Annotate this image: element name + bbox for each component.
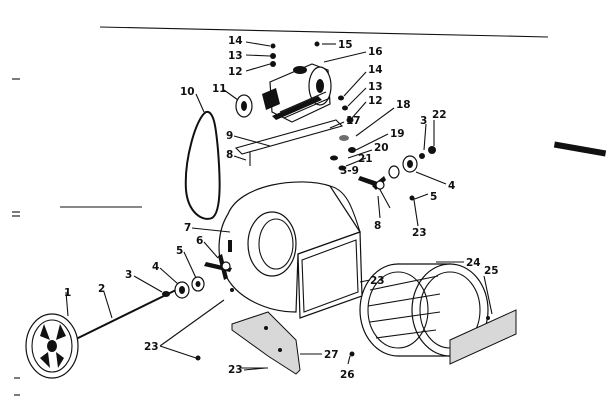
- callout-7: 7: [184, 222, 191, 234]
- blower-pulley: [25, 313, 79, 379]
- callout-13-right: 13: [368, 81, 383, 93]
- edge-mark-right: [553, 141, 607, 157]
- callout-6: 6: [196, 235, 203, 247]
- callout-4: 4: [152, 261, 159, 273]
- callout-24: 24: [466, 257, 481, 269]
- callout-14-top: 14: [228, 35, 243, 47]
- blower-housing: [218, 181, 363, 319]
- callout-23-mid: 23: [370, 275, 385, 287]
- mount-hardware-top: [270, 41, 320, 67]
- callout-26: 26: [340, 369, 355, 381]
- motor-bracket: [234, 119, 344, 155]
- callout-3-9: 3-9: [340, 165, 359, 177]
- callout-3: 3: [125, 269, 132, 281]
- callout-4-right: 4: [448, 180, 455, 192]
- callout-15: 15: [338, 39, 353, 51]
- bearing-hardware-right: [330, 95, 356, 171]
- callout-27: 27: [324, 349, 339, 361]
- callout-12-right: 12: [368, 95, 383, 107]
- callout-2: 2: [98, 283, 105, 295]
- callout-8-left: 8: [226, 149, 233, 161]
- bolt-23-mid: [230, 288, 234, 292]
- blower-shaft: [73, 289, 177, 341]
- callout-23-left: 23: [144, 341, 159, 353]
- callout-5-right: 5: [430, 191, 437, 203]
- mounting-plate: [231, 311, 301, 375]
- callout-22: 22: [432, 109, 447, 121]
- top-rule: [99, 26, 549, 38]
- bolt-23-bottom: [195, 355, 201, 361]
- callout-23-right: 23: [412, 227, 427, 239]
- callout-21: 21: [358, 153, 373, 165]
- bolt-26: [349, 351, 355, 357]
- callout-20: 20: [374, 142, 389, 154]
- leader-lines: [65, 41, 493, 371]
- belt: [184, 110, 221, 220]
- callout-9: 9: [226, 130, 233, 142]
- bearing-bracket-right: [358, 176, 391, 209]
- callout-11: 11: [212, 83, 227, 95]
- callout-18: 18: [396, 99, 411, 111]
- motor: [262, 63, 332, 123]
- cutoff-plate: [449, 309, 517, 365]
- callout-17: 17: [346, 115, 361, 127]
- motor-pulley: [235, 94, 253, 118]
- callout-23-bottom: 23: [228, 364, 243, 376]
- callout-16-motor: 16: [368, 46, 383, 58]
- callout-3-right: 3: [420, 115, 427, 127]
- callout-5: 5: [176, 245, 183, 257]
- callout-13-top: 13: [228, 50, 243, 62]
- callout-12-top: 12: [228, 66, 243, 78]
- callout-25: 25: [484, 265, 499, 277]
- callout-8-right: 8: [374, 220, 381, 232]
- bearing-left: [162, 254, 232, 299]
- callout-14-right: 14: [368, 64, 383, 76]
- callout-1: 1: [64, 287, 71, 299]
- callout-10: 10: [180, 86, 195, 98]
- bearing-right: [388, 146, 436, 201]
- callout-19: 19: [390, 128, 405, 140]
